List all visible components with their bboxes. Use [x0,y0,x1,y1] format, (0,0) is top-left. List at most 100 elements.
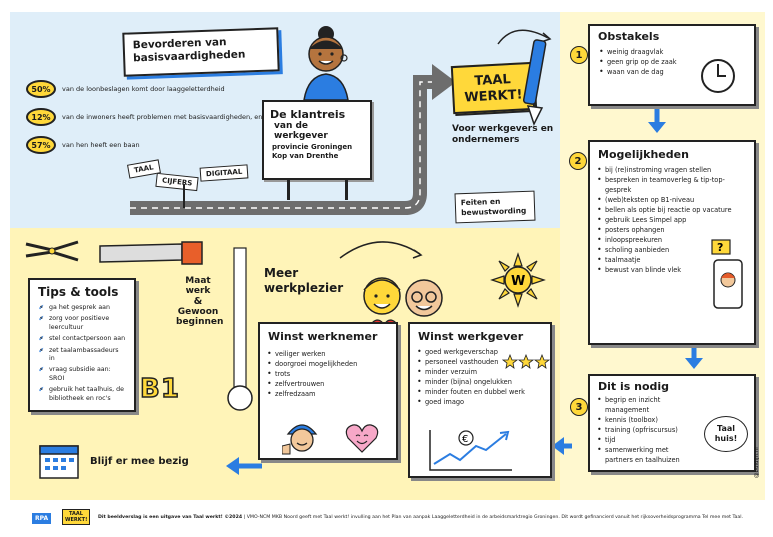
maatwerk-line: Maat [185,276,211,286]
step-1-item: waan van de dag [598,67,746,77]
stat-bubble-3: 57% [26,136,56,154]
calendar-icon [39,445,79,479]
winst-werknemer-item: veiliger werken [266,349,390,359]
step-3-title: Dit is nodig [598,380,670,393]
step-2-item: (web)teksten op B1-niveau [596,195,748,205]
check-icon: ✓ [38,345,45,355]
tips-item: ✓ga het gesprek aan [38,303,126,313]
step-3-item: tijd [596,435,696,445]
step-2-item: bij (re)instroming vragen stellen [596,165,748,175]
meer-plezier: Meer werkplezier [264,266,344,295]
step-3-item: training (opfriscursus) [596,425,696,435]
check-icon: ✓ [38,303,45,312]
faces-illustration [363,277,443,317]
winst-werkgever-item: minder fouten en dubbel werk [416,387,544,397]
winst-werkgever-item: personeel vasthouden [416,357,544,367]
footer-text: Dit beeldverslag is een uitgave van Taal… [98,515,770,520]
taalhuis-bubble: Taal huis! [704,416,748,452]
stay-busy: Blijf er mee bezig [90,456,189,467]
footer-lead: Dit beeldverslag is een uitgave van Taal… [98,515,243,520]
stat-bubble-2: 12% [26,108,56,126]
tips-item: ✓gebruik het taalhuis, de bibliotheek en… [38,385,126,403]
step-1-title: Obstakels [598,30,660,43]
winst-werkgever-item: minder verzuim [416,367,544,377]
winst-werkgever-item: minder (bijna) ongelukken [416,377,544,387]
svg-text:?: ? [717,241,723,254]
footer-logo-taalwerkt: TAAL WERKT! [62,509,90,525]
maatwerk-line: Gewoon [177,307,219,317]
winst-werknemer-item: zelfredzaam [266,389,390,399]
for-employers: Voor werkgevers en ondernemers [452,124,554,145]
step-2-number: 2 [569,152,587,170]
step-2-title: Mogelijkheden [598,148,689,161]
step-2-item: gebruik Lees Simpel app [596,215,748,225]
step-3-item: samenwerking met partners en taalhuizen [596,445,696,465]
tips-card: Tips & tools ✓ga het gesprek aan ✓zorg v… [28,278,136,412]
step-1-item: geen grip op de zaak [598,57,746,67]
footer-sep: | [243,515,246,520]
step-2-item: bewust van blinde vlek [596,265,748,275]
maatwerk-text: Maat werk & Gewoon beginnen [176,276,223,327]
facts-label-text: Feiten en bewustwording [460,196,527,218]
step-2-item: bespreken in teamoverleg & tip-top-gespr… [596,175,748,195]
journey-sign: De klantreis van de werkgever provincie … [262,100,372,180]
footer-logo-rpa: RPA [32,513,52,524]
credit: @buidijn.nl [754,447,760,478]
footer: RPA TAAL WERKT! Dit beeldverslag is een … [0,507,773,537]
title-banner-text: Bevorderen van basisvaardigheden [132,36,246,65]
stat-bubble-1: 50% [26,80,56,98]
step-3-item: kennis (toolbox) [596,415,696,425]
journey-line-3: provincie Groningen [272,143,353,151]
step-2-item: taalmaatje [596,255,748,265]
winst-werkgever-item: goed imago [416,397,544,407]
phone-icon: ? [711,239,743,309]
pliers-icon [25,240,79,262]
maatwerk-amp: & [193,296,203,307]
check-icon: ✓ [38,314,45,324]
check-icon: ✓ [38,365,45,375]
maatwerk-line: werk [185,286,211,296]
step-1-item: weinig draagvlak [598,47,746,57]
step-3-number: 3 [570,398,588,416]
footer-body: VMO-NCM MKB Noord geeft met Taal werkt! … [246,515,744,520]
title-banner: Bevorderen van basisvaardigheden [122,27,280,77]
chart-icon: € [429,430,512,471]
journey-sign-post [345,180,348,200]
journey-line-4: Kop van Drenthe [272,152,339,160]
euro-symbol: € [462,434,468,445]
tips-item: ✓zet taalambassadeurs in [38,345,126,364]
saw-icon [99,241,203,265]
person-illustration [303,26,349,100]
winst-werkgever-title: Winst werkgever [418,330,524,343]
sun-letter: W [511,274,525,289]
smiling-heart-icon [345,424,379,453]
tape-measure-icon [227,247,253,411]
tips-item: ✓zorg voor positieve leercultuur [38,314,126,332]
winst-werkgever-item: goed werkgeverschap [416,347,544,357]
journey-sign-post [287,180,290,200]
winst-werknemer-title: Winst werknemer [268,330,378,343]
step-2-card: Mogelijkheden bij (re)instroming vragen … [588,140,756,345]
pen-icon [522,39,547,126]
winst-werknemer-item: doorgroei mogelijkheden [266,359,390,369]
stat-text-2: van de inwoners heeft problemen met basi… [62,113,263,121]
worker-icon [282,424,318,455]
tips-item: ✓vraag subsidie aan: SROI [38,366,126,383]
step-3-item: begrip en inzicht management [596,395,696,415]
step-3-card: Dit is nodig begrip en inzicht managemen… [588,374,756,472]
stars-icon [502,354,550,369]
stat-text-1: van de loonbeslagen komt door laaggelett… [62,85,225,93]
step-1-card: Obstakels weinig draagvlak geen grip op … [588,24,756,106]
check-icon: ✓ [38,334,45,344]
winst-werknemer-item: trots [266,369,390,379]
step-2-item: inloopspreekuren [596,235,748,245]
check-icon: ✓ [38,385,45,395]
step-1-number: 1 [570,46,588,64]
step-2-item: scholing aanbieden [596,245,748,255]
winst-werknemer-card: Winst werknemer veiliger werken doorgroe… [258,322,398,460]
journey-line-2: van de werkgever [274,121,328,141]
tips-title: Tips & tools [38,285,119,299]
facts-label: Feiten en bewustwording [454,190,536,224]
journey-line-1: De klantreis [270,108,346,121]
road-sign-pole [183,184,185,208]
